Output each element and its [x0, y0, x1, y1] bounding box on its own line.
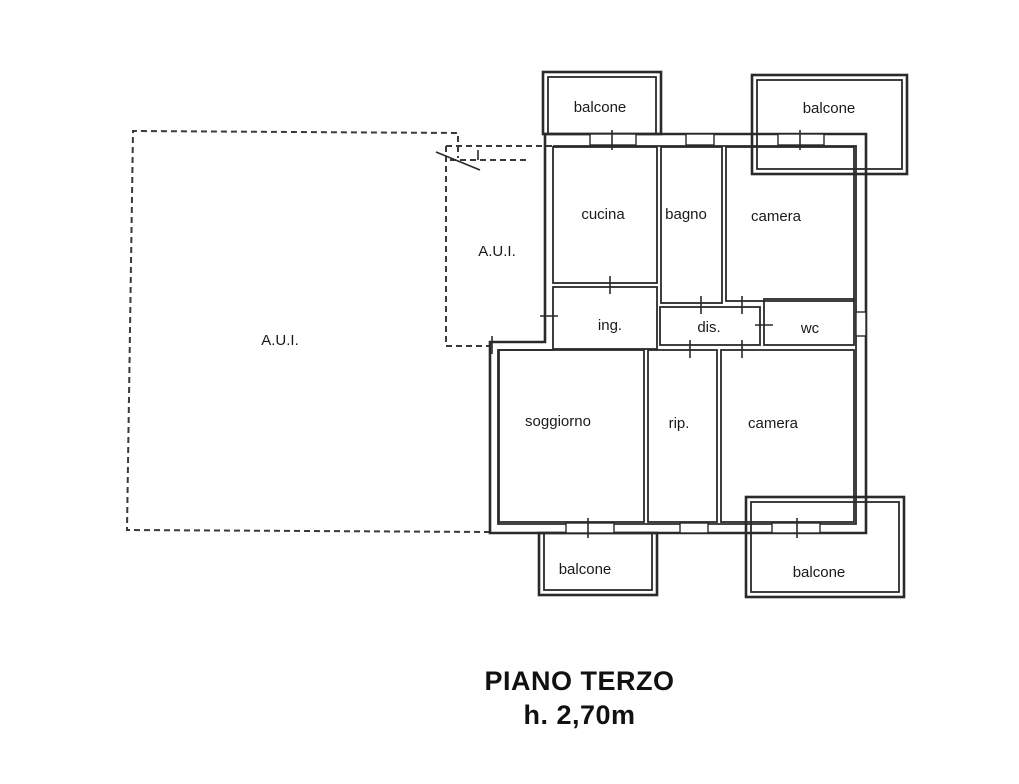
room-wc [763, 298, 855, 346]
room-soggiorno [498, 349, 645, 523]
label-cucina: cucina [581, 206, 625, 223]
window-bagno [685, 133, 715, 146]
aui-large-outline [125, 129, 491, 533]
window-cucina [589, 133, 637, 146]
window-ripostiglio [679, 522, 709, 534]
room-bagno [660, 146, 723, 304]
label-ripostiglio: rip. [669, 415, 690, 432]
room-disimpegno [659, 306, 761, 346]
label-balcony-top-left: balcone [574, 99, 627, 116]
room-camera-top [725, 146, 855, 302]
window-soggiorno [565, 522, 615, 534]
room-ripostiglio [647, 349, 718, 523]
room-camera-bottom [720, 349, 855, 523]
floor-height: h. 2,70m [523, 700, 636, 730]
label-soggiorno: soggiorno [525, 413, 591, 430]
label-bagno: bagno [665, 206, 707, 223]
label-wc: wc [800, 320, 820, 337]
balcony-bottom-right-inner [750, 501, 900, 593]
window-camera-top [777, 133, 825, 146]
label-balcony-bottom-right: balcone [793, 564, 846, 581]
apartment-outer-wall [488, 132, 868, 535]
floor-title: PIANO TERZO [484, 666, 675, 696]
room-ingresso [552, 286, 658, 350]
label-aui-large: A.U.I. [261, 332, 299, 349]
balcony-bottom-right [744, 495, 906, 599]
door-swing-aui [435, 151, 481, 171]
balcony-top-right-inner [756, 79, 903, 170]
aui-small-outline [445, 145, 555, 347]
label-camera-top: camera [751, 208, 802, 225]
label-camera-bottom: camera [748, 415, 799, 432]
label-ingresso: ing. [598, 317, 622, 334]
label-balcony-bottom-left: balcone [559, 561, 612, 578]
window-wc [855, 311, 867, 337]
label-balcony-top-right: balcone [803, 100, 856, 117]
window-camera-bottom [771, 522, 821, 534]
balcony-top-right [750, 73, 909, 176]
label-aui-small: A.U.I. [478, 243, 516, 260]
label-disimpegno: dis. [697, 319, 720, 336]
room-cucina [552, 146, 658, 284]
